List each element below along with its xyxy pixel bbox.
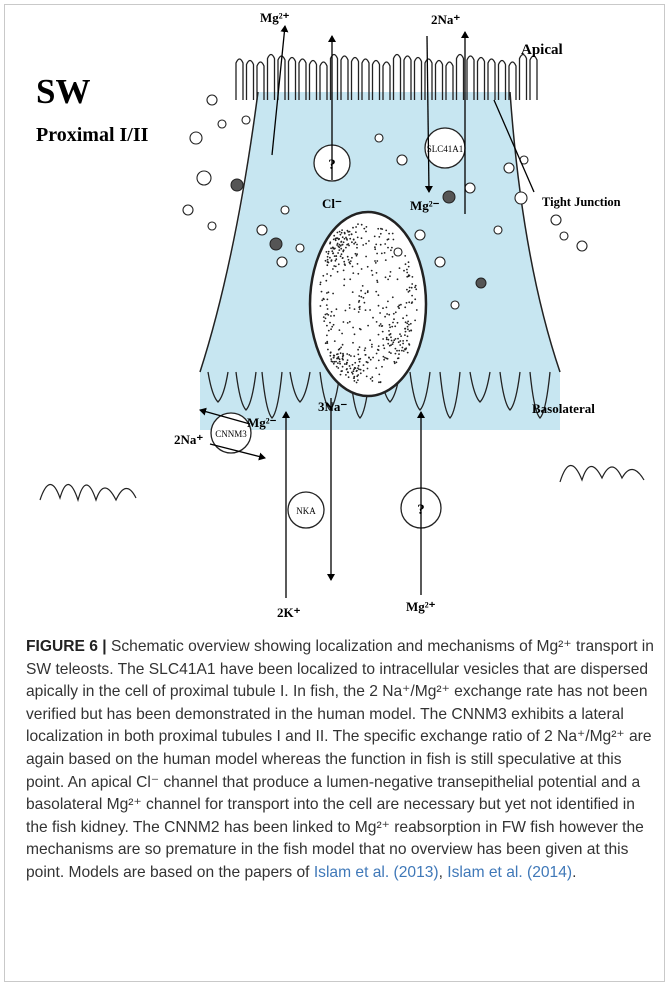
tight-junction-label: Tight Junction (542, 195, 621, 209)
vesicle (296, 244, 304, 252)
vesicle (515, 192, 527, 204)
mg-bottom-label: Mg²⁺ (406, 599, 436, 614)
nka-label: NKA (296, 506, 316, 516)
microvillus (520, 55, 527, 101)
figure-title: SW (36, 72, 90, 111)
figure-subtitle: Proximal I/II (36, 124, 149, 146)
caption-ref-islam-2013[interactable]: Islam et al. (2013) (314, 864, 439, 881)
microvillus (530, 56, 537, 100)
apical-label: Apical (521, 42, 563, 58)
cl-label: Cl⁻ (322, 196, 342, 211)
figure-caption: FIGURE 6 | Schematic overview showing lo… (26, 636, 656, 885)
mg-slc-label: Mg²⁻ (410, 198, 440, 213)
vesicle (504, 163, 514, 173)
na2-top-label: 2Na⁺ (431, 12, 460, 27)
vesicle (394, 248, 402, 256)
caption-separator: , (439, 864, 448, 881)
vesicle (494, 226, 502, 234)
right-outer-folds (560, 465, 644, 482)
vesicle (207, 95, 217, 105)
vesicle (451, 301, 459, 309)
mg-top-label: Mg²⁺ (260, 10, 290, 25)
caption-text: Schematic overview showing localization … (26, 638, 654, 881)
vesicle (218, 120, 226, 128)
slc41a1-label: SLC41A1 (427, 144, 464, 154)
vesicle (197, 171, 211, 185)
cnnm3-label: CNNM3 (215, 429, 247, 439)
vesicle (242, 116, 250, 124)
vesicle (560, 232, 568, 240)
nka-pump: NKA (288, 492, 324, 528)
caption-ref-islam-2014[interactable]: Islam et al. (2014) (447, 864, 572, 881)
slc41a1-transporter: SLC41A1 (425, 128, 465, 168)
k2-label: 2K⁺ (277, 605, 301, 620)
microvillus (236, 59, 243, 100)
nucleus (310, 212, 426, 396)
vesicle (577, 241, 587, 251)
basolateral-label: Basolateral (532, 401, 595, 416)
caption-end: . (572, 864, 576, 881)
vesicle (257, 225, 267, 235)
mg-cnnm-label: Mg²⁻ (247, 415, 277, 430)
caption-label: FIGURE 6 | (26, 638, 107, 655)
na3-label: 3Na⁻ (318, 399, 347, 414)
vesicle (415, 230, 425, 240)
vesicle (375, 134, 383, 142)
vesicle (190, 132, 202, 144)
na2-cnnm-label: 2Na⁺ (174, 432, 203, 447)
vesicle (465, 183, 475, 193)
vesicle (183, 205, 193, 215)
vesicle (551, 215, 561, 225)
vesicle (277, 257, 287, 267)
vesicle (397, 155, 407, 165)
microvillus (247, 61, 254, 101)
vesicle (435, 257, 445, 267)
vesicle (208, 222, 216, 230)
left-outer-folds (40, 484, 136, 500)
figure-diagram: ? SLC41A1 CNNM3 NKA ? SW Proximal I/II A… (0, 0, 671, 630)
vesicle (281, 206, 289, 214)
